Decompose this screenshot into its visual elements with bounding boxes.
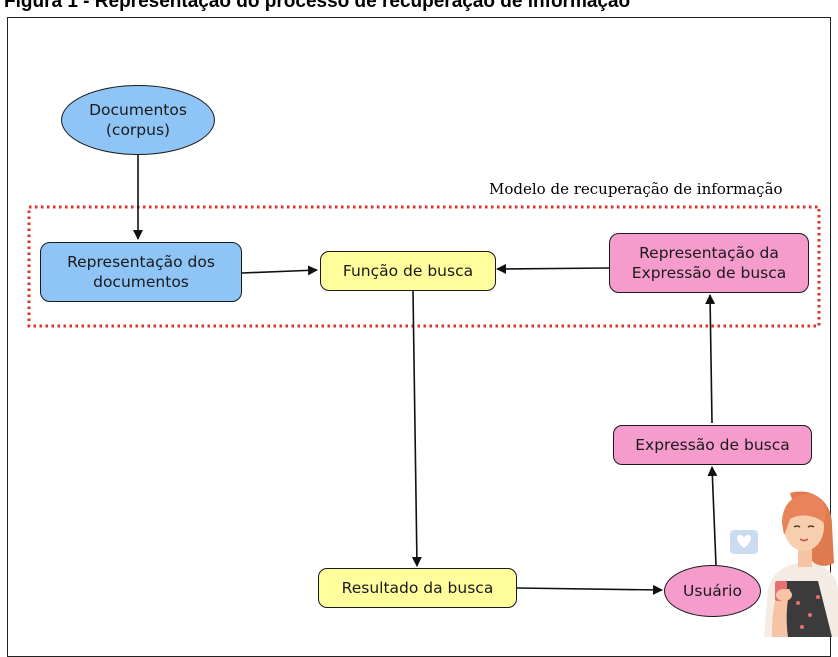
diagram-connectors bbox=[27, 153, 821, 595]
model-boundary bbox=[27, 205, 821, 328]
arrow-expressao-rep-to-funcao bbox=[496, 263, 610, 274]
node-usuario: Usuário bbox=[664, 565, 761, 617]
node-resultado-busca: Resultado da busca bbox=[318, 568, 517, 608]
node-representacao-documentos: Representação dos documentos bbox=[40, 242, 242, 302]
arrow-funcao-to-resultado bbox=[411, 290, 422, 567]
node-funcao-busca: Função de busca bbox=[320, 251, 496, 291]
arrow-resultado-to-usuario bbox=[516, 584, 663, 595]
node-documentos: Documentos (corpus) bbox=[61, 85, 215, 155]
user-illustration bbox=[730, 491, 838, 637]
model-label: Modelo de recuperação de informação bbox=[489, 180, 783, 198]
node-expressao-busca: Expressão de busca bbox=[613, 425, 812, 465]
node-representacao-expressao: Representação da Expressão de busca bbox=[609, 233, 809, 293]
figure-caption: Figura 1 - Representação do processo de … bbox=[4, 0, 631, 12]
arrow-usuario-to-expressao bbox=[707, 466, 718, 566]
arrow-representacao-to-funcao bbox=[241, 265, 318, 276]
arrow-expressao-to-representacao bbox=[705, 294, 716, 424]
